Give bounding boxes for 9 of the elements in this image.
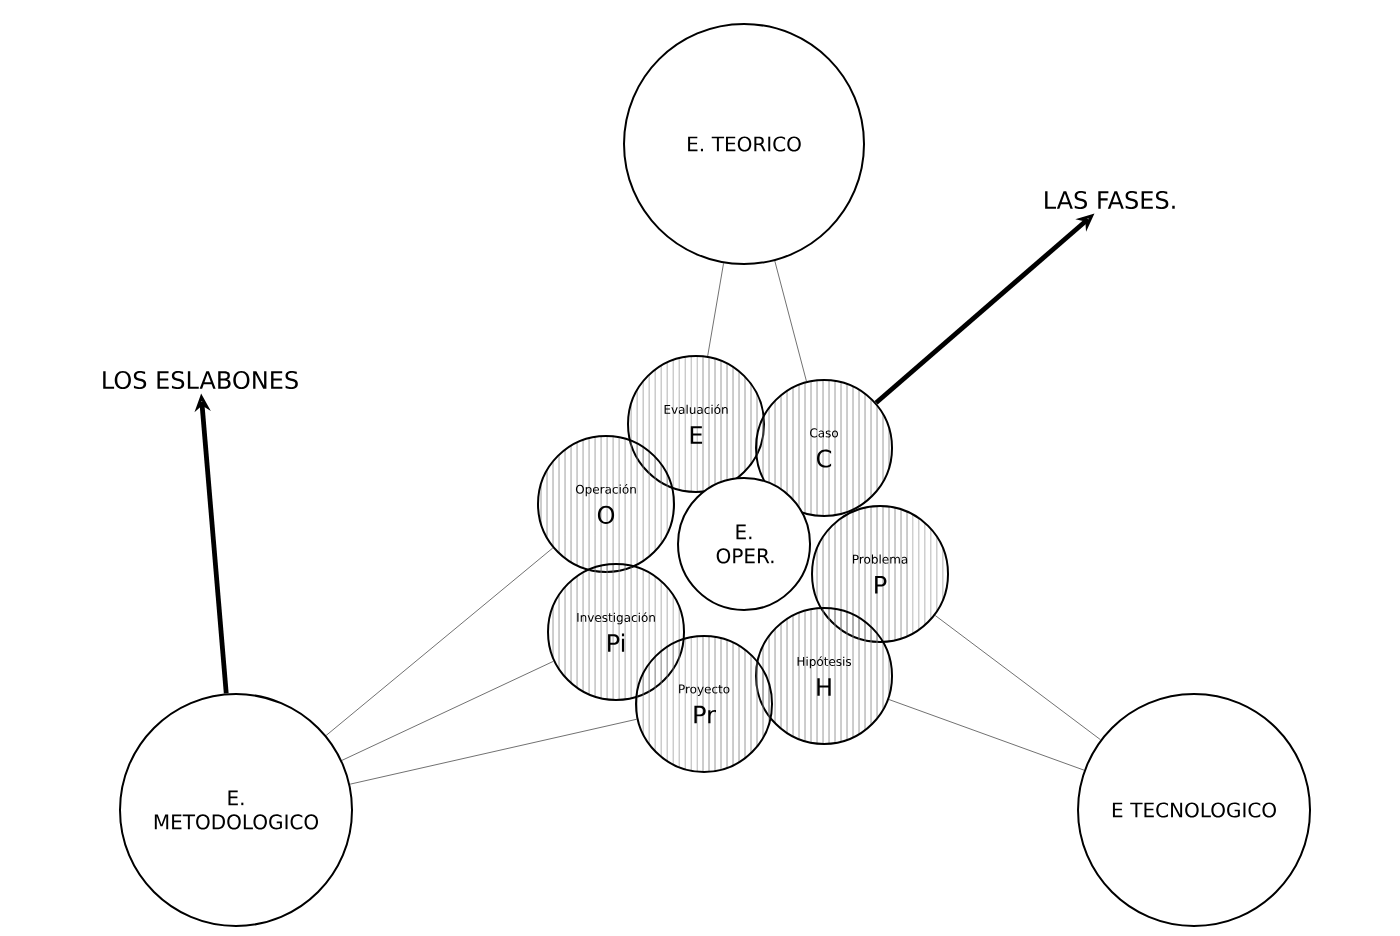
annotation-text: LAS FASES. [1045, 190, 1175, 210]
connecting-line [341, 660, 554, 761]
connecting-line [325, 547, 554, 736]
connecting-line [888, 699, 1085, 771]
connecting-line [707, 262, 724, 357]
annotation-text: LOS ESLABONES [103, 370, 298, 390]
connecting-line [774, 260, 807, 382]
connecting-line [934, 615, 1101, 741]
connecting-line [349, 718, 638, 785]
